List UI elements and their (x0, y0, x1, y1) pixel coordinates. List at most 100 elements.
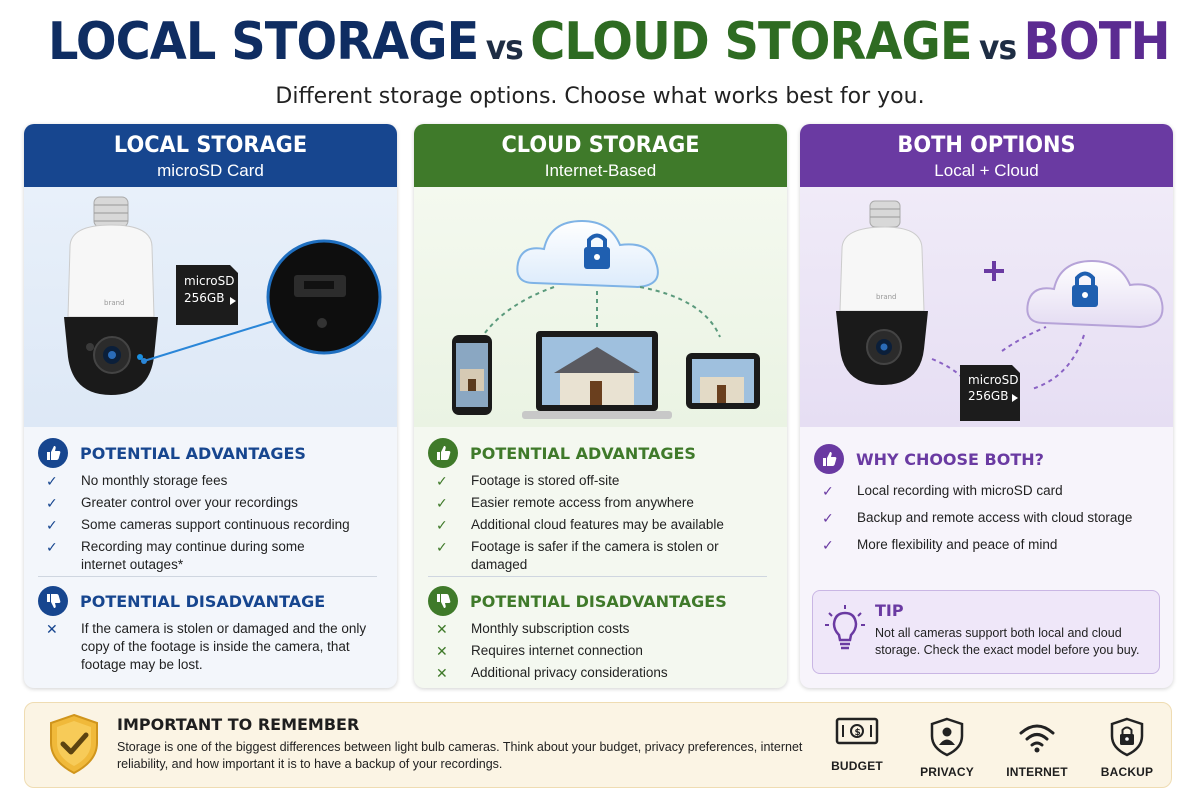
list-item: ✕Additional privacy considerations (436, 665, 668, 681)
check-icon: ✓ (436, 539, 448, 555)
thumbs-up-icon (814, 444, 844, 474)
tablet-icon (686, 353, 760, 409)
list-item: ✕If the camera is stolen or damaged and … (46, 621, 367, 672)
tip-box: TIP Not all cameras support both local a… (812, 590, 1160, 674)
title-cloud: CLOUD STORAGE (530, 12, 972, 72)
tip-text: Not all cameras support both local and c… (875, 626, 1140, 657)
factor-budget: $ BUDGET (817, 717, 897, 773)
local-illustration: brand microSD 256GB (24, 187, 397, 427)
factor-icons: $ BUDGET PRIVACY INTERNET (817, 717, 1167, 779)
factor-privacy: PRIVACY (907, 717, 987, 779)
page-subtitle: Different storage options. Choose what w… (275, 84, 925, 109)
divider (428, 576, 767, 577)
svg-text:microSD: microSD (184, 274, 235, 288)
both-title: BOTH OPTIONS (897, 133, 1076, 158)
list-item: ✓Backup and remote access with cloud sto… (822, 510, 1133, 526)
lightbulb-icon (825, 605, 865, 650)
both-illustration: brand microSD 256GB (800, 187, 1173, 427)
list-item: ✓No monthly storage fees (46, 473, 228, 489)
svg-text:256GB: 256GB (184, 291, 224, 305)
cloud-advantages-title: POTENTIAL ADVANTAGES (470, 443, 696, 463)
wifi-icon (1019, 724, 1055, 753)
check-icon: ✓ (436, 517, 448, 533)
privacy-label: PRIVACY (920, 765, 974, 779)
laptop-icon (522, 331, 672, 419)
cross-icon: ✕ (436, 621, 448, 637)
backup-lock-icon (1110, 717, 1144, 757)
svg-text:256GB: 256GB (968, 389, 1008, 403)
local-subtitle: microSD Card (157, 161, 264, 180)
list-item: ✓Easier remote access from anywhere (436, 495, 694, 511)
divider (38, 576, 377, 577)
list-item: ✕Requires internet connection (436, 643, 643, 659)
bulb-camera-microsd-icon: brand microSD 256GB (64, 196, 382, 395)
list-item: ✓Footage is stored off-site (436, 473, 620, 489)
title-both: BOTH (1023, 12, 1171, 72)
check-icon: ✓ (436, 495, 448, 511)
list-item: ✓Additional cloud features may be availa… (436, 517, 724, 533)
cloud-disadvantages-section: POTENTIAL DISADVANTAGES ✕Monthly subscri… (428, 586, 773, 686)
local-disadvantages-section: POTENTIAL DISADVANTAGE ✕If the camera is… (38, 586, 383, 678)
why-choose-both-section: WHY CHOOSE BOTH? ✓Local recording with m… (814, 444, 1159, 558)
local-header: LOCAL STORAGE microSD Card (24, 124, 397, 187)
cross-icon: ✕ (46, 621, 58, 637)
local-storage-column: LOCAL STORAGE microSD Card brand (24, 124, 397, 688)
camera-brand: brand (104, 299, 125, 307)
cloud-disadvantages-title: POTENTIAL DISADVANTAGES (470, 591, 727, 611)
privacy-shield-icon (930, 717, 964, 757)
list-item: ✓Greater control over your recordings (46, 495, 298, 511)
check-icon: ✓ (46, 495, 58, 511)
list-item: ✓Some cameras support continuous recordi… (46, 517, 350, 533)
budget-label: BUDGET (831, 759, 883, 773)
cloud-advantages-section: POTENTIAL ADVANTAGES ✓Footage is stored … (428, 438, 773, 578)
list-item: ✓Local recording with microSD card (822, 483, 1063, 499)
cloud-lock-icon (516, 219, 659, 289)
check-icon: ✓ (822, 510, 834, 526)
check-icon: ✓ (436, 473, 448, 489)
cloud-storage-column: CLOUD STORAGE Internet-Based (414, 124, 787, 688)
microsd-card-icon: microSD 256GB (176, 265, 238, 325)
thumbs-down-icon (428, 586, 458, 616)
cloud-illustration (414, 187, 787, 427)
cloud-header: CLOUD STORAGE Internet-Based (414, 124, 787, 187)
thumbs-up-icon (428, 438, 458, 468)
local-title: LOCAL STORAGE (113, 133, 308, 158)
factor-internet: INTERNET (997, 717, 1077, 779)
thumbs-down-icon (38, 586, 68, 616)
both-header: BOTH OPTIONS Local + Cloud (800, 124, 1173, 187)
thumbs-up-icon (38, 438, 68, 468)
check-icon: ✓ (822, 483, 834, 499)
list-item: ✓Footage is safer if the camera is stole… (436, 539, 719, 572)
list-item: ✕Monthly subscription costs (436, 621, 630, 637)
why-choose-both-title: WHY CHOOSE BOTH? (856, 449, 1044, 469)
list-item: ✓Recording may continue during some inte… (46, 539, 305, 572)
both-options-column: BOTH OPTIONS Local + Cloud brand (800, 124, 1173, 688)
list-item: ✓More flexibility and peace of mind (822, 537, 1058, 553)
microsd-card-icon: microSD 256GB (960, 365, 1020, 421)
cloud-lock-icon (1026, 259, 1164, 329)
camera-plus-cloud-icon: brand microSD 256GB (836, 200, 1164, 421)
cloud-subtitle: Internet-Based (544, 161, 657, 180)
remember-title: IMPORTANT TO REMEMBER (117, 715, 360, 734)
title-vs-1: vs (485, 28, 524, 68)
important-to-remember-banner: IMPORTANT TO REMEMBER Storage is one of … (24, 702, 1172, 788)
cloud-title: CLOUD STORAGE (501, 133, 700, 158)
local-advantages-title: POTENTIAL ADVANTAGES (80, 443, 306, 463)
remember-text: Storage is one of the biggest difference… (117, 740, 803, 771)
svg-text:$: $ (855, 728, 861, 738)
phone-icon (452, 335, 492, 415)
cross-icon: ✕ (436, 665, 448, 681)
svg-text:microSD: microSD (968, 373, 1019, 387)
shield-check-icon (50, 713, 98, 775)
backup-label: BACKUP (1100, 765, 1154, 779)
check-icon: ✓ (822, 537, 834, 553)
tip-title: TIP (875, 601, 904, 620)
check-icon: ✓ (46, 539, 58, 555)
title-local: LOCAL STORAGE (48, 12, 479, 72)
camera-brand: brand (876, 293, 897, 301)
money-icon: $ (835, 717, 879, 745)
cross-icon: ✕ (436, 643, 448, 659)
title-vs-2: vs (978, 28, 1017, 68)
check-icon: ✓ (46, 473, 58, 489)
